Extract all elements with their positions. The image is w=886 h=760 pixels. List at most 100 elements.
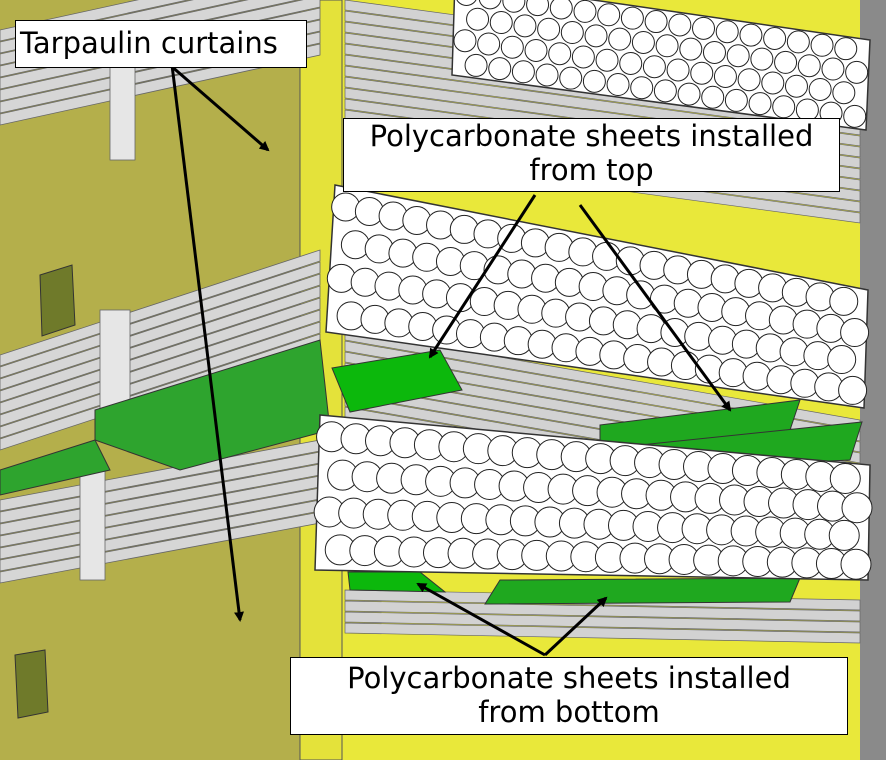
polycarbonate-panels bbox=[313, 0, 873, 581]
panel-hole bbox=[840, 548, 872, 580]
panel-hole bbox=[478, 0, 502, 10]
panel-hole bbox=[686, 259, 716, 289]
panel-hole bbox=[488, 57, 512, 81]
panel-hole bbox=[354, 196, 384, 226]
panel-hole bbox=[398, 275, 428, 305]
label-text: Tarpaulin curtains bbox=[20, 26, 278, 60]
panel-hole bbox=[402, 205, 432, 235]
panel-hole bbox=[535, 63, 559, 87]
pipe bbox=[344, 611, 861, 633]
panel-hole bbox=[473, 219, 503, 249]
panel-hole bbox=[766, 365, 796, 395]
panel-hole bbox=[670, 351, 700, 381]
pipe bbox=[344, 622, 861, 644]
panel-hole bbox=[568, 237, 598, 267]
panel-hole bbox=[326, 263, 356, 293]
panel-hole bbox=[840, 318, 870, 348]
panel-hole bbox=[792, 309, 822, 339]
panel-hole bbox=[388, 238, 418, 268]
panel-hole bbox=[673, 288, 703, 318]
panel-hole bbox=[843, 104, 867, 128]
panel-hole bbox=[790, 368, 820, 398]
panel-hole bbox=[502, 0, 526, 13]
panel-hole bbox=[479, 322, 509, 352]
panel-hole bbox=[710, 264, 740, 294]
panel-hole bbox=[763, 27, 787, 51]
panel-hole bbox=[559, 66, 583, 90]
panel-hole bbox=[781, 277, 811, 307]
pipe bbox=[0, 309, 321, 427]
arrow-tarpaulin-lower bbox=[170, 64, 244, 622]
panel-hole bbox=[565, 302, 595, 332]
panel-hole bbox=[477, 32, 501, 56]
panel-hole bbox=[636, 314, 666, 344]
panel-hole bbox=[668, 13, 692, 37]
pipe bbox=[344, 600, 861, 622]
panel-hole bbox=[642, 55, 666, 79]
panel-hole bbox=[772, 95, 796, 119]
panel-hole bbox=[360, 304, 390, 334]
panel-hole bbox=[336, 301, 366, 331]
panel-hole bbox=[647, 347, 677, 377]
panel-hole bbox=[623, 343, 653, 373]
panel-hole bbox=[364, 234, 394, 264]
pipe bbox=[0, 249, 321, 367]
panel-hole bbox=[527, 329, 557, 359]
pipe-support bbox=[109, 59, 136, 161]
label-sheets-from-top: Polycarbonate sheets installed from top bbox=[343, 118, 840, 192]
panel-hole bbox=[378, 201, 408, 231]
polycarbonate-sheets-bottom bbox=[347, 571, 801, 605]
panel-hole bbox=[748, 92, 772, 116]
panel-hole bbox=[834, 37, 858, 61]
label-tarpaulin-curtains: Tarpaulin curtains bbox=[15, 20, 307, 68]
wall-vent bbox=[39, 264, 76, 337]
panel-hole bbox=[582, 69, 606, 93]
panel-hole bbox=[829, 286, 859, 316]
panel-hole bbox=[620, 6, 644, 30]
arrow-bottom-sheet-right bbox=[543, 596, 608, 657]
panel-hole bbox=[453, 29, 477, 53]
panel-hole bbox=[750, 47, 774, 71]
panel-hole bbox=[810, 33, 834, 57]
panel-hole bbox=[517, 294, 547, 324]
arrow-tarpaulin-upper bbox=[169, 63, 270, 152]
panel-hole bbox=[663, 255, 693, 285]
pipe bbox=[0, 285, 321, 403]
panel-hole bbox=[653, 79, 677, 103]
panel-hole bbox=[612, 310, 642, 340]
panel-hole bbox=[626, 280, 656, 310]
panel-hole bbox=[697, 292, 727, 322]
panel-hole bbox=[549, 0, 573, 20]
panel-hole bbox=[619, 51, 643, 75]
panel-hole bbox=[803, 341, 833, 371]
panel-hole bbox=[466, 7, 490, 31]
pipe bbox=[0, 261, 321, 379]
panel-hole bbox=[578, 272, 608, 302]
panel-hole bbox=[384, 308, 414, 338]
panel-hole bbox=[455, 319, 485, 349]
panel-hole bbox=[524, 38, 548, 62]
panel-hole bbox=[422, 279, 452, 309]
label-text-line1: Polycarbonate sheets installed bbox=[347, 661, 791, 695]
panel-hole bbox=[595, 48, 619, 72]
panel-hole bbox=[655, 34, 679, 58]
panel-hole bbox=[639, 250, 669, 280]
pipe-support bbox=[79, 469, 106, 581]
panel-hole bbox=[548, 42, 572, 66]
pipe bbox=[0, 297, 321, 415]
label-sheets-from-bottom: Polycarbonate sheets installed from bott… bbox=[290, 657, 848, 735]
panel-hole bbox=[797, 54, 821, 78]
panel-hole bbox=[779, 337, 809, 367]
panel-hole bbox=[702, 40, 726, 64]
panel-hole bbox=[599, 340, 629, 370]
panel-hole bbox=[816, 313, 846, 343]
panel-hole bbox=[584, 24, 608, 48]
panel-hole bbox=[511, 60, 535, 84]
panel-hole bbox=[597, 3, 621, 27]
panel-hole bbox=[692, 16, 716, 40]
panel-hole bbox=[829, 462, 861, 494]
panel-hole bbox=[560, 21, 584, 45]
panel-hole bbox=[827, 345, 857, 375]
panel-hole bbox=[758, 273, 788, 303]
